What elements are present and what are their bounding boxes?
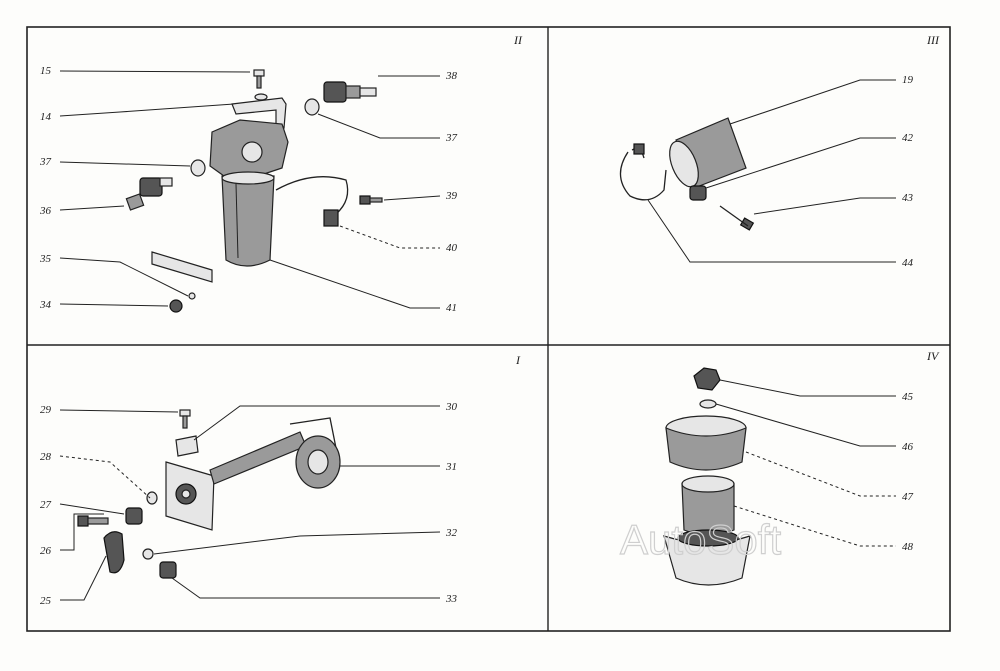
washer-14a [254, 93, 268, 101]
callout-44: 44 [902, 257, 914, 269]
callout-29: 29 [40, 404, 52, 416]
callout-28: 28 [40, 451, 52, 463]
callout-26: 26 [40, 545, 52, 557]
leader-lines-iii [647, 79, 896, 263]
callout-41: 41 [446, 302, 457, 314]
ring-37-right [304, 98, 320, 116]
washer-46 [699, 399, 717, 409]
callout-15: 15 [40, 65, 52, 77]
nut-34 [169, 299, 183, 313]
element-stack-drawing [663, 367, 751, 586]
callout-38: 38 [445, 70, 458, 82]
callout-42: 42 [902, 132, 914, 144]
bolt-head-15 [253, 69, 265, 77]
sleeve-clamp-drawing [619, 117, 755, 231]
callout-47: 47 [902, 491, 914, 503]
callout-45: 45 [902, 391, 914, 403]
filter-head-port [241, 141, 263, 163]
callout-37-right: 37 [445, 132, 458, 144]
filter-assembly-drawing [125, 69, 383, 313]
panel-frame [26, 26, 951, 632]
callout-35: 35 [39, 253, 52, 265]
watermark: AutoSoft [620, 516, 781, 563]
callout-43: 43 [902, 192, 914, 204]
callout-37-left: 37 [39, 156, 52, 168]
clamp-44 [619, 151, 667, 201]
panel-label-bottom-left: I [515, 353, 521, 367]
nut-33 [159, 561, 177, 579]
clamp-lug [323, 209, 339, 227]
leader-lines-i [59, 405, 441, 601]
lever-25 [103, 531, 125, 574]
fitting-38 [323, 81, 347, 103]
callout-25: 25 [40, 595, 52, 607]
callout-46: 46 [902, 441, 914, 453]
nut-42 [689, 185, 707, 201]
ring-37-left [190, 159, 206, 177]
callout-33: 33 [445, 593, 458, 605]
callout-39: 39 [445, 190, 458, 202]
leader-lines-ii [59, 70, 441, 309]
cap-47 [665, 427, 747, 471]
callout-14: 14 [40, 111, 52, 123]
panel-label-top-left: II [513, 33, 523, 47]
fitting-27 [125, 507, 143, 525]
callout-31: 31 [445, 461, 457, 473]
nut-45 [693, 367, 721, 391]
callout-32: 32 [445, 527, 458, 539]
filter-bowl [221, 175, 275, 267]
callout-36: 36 [39, 205, 52, 217]
pump-drive-drawing [77, 409, 341, 579]
strip-35 [151, 251, 213, 283]
callout-34: 34 [39, 299, 52, 311]
filter-bowl-rim [221, 171, 275, 185]
callout-40: 40 [446, 242, 458, 254]
panel-label-top-right: III [926, 33, 940, 47]
washer-30 [175, 435, 199, 457]
panel-label-bottom-right: IV [926, 349, 940, 363]
leader-lines-iv [715, 379, 896, 547]
callout-27: 27 [40, 499, 52, 511]
clamp-strap-40 [275, 176, 349, 227]
fitting-36 [139, 177, 163, 197]
callout-30: 30 [445, 401, 458, 413]
callout-19: 19 [902, 74, 914, 86]
bolt-shank-15 [256, 75, 262, 89]
drive-shaft [209, 431, 307, 485]
callout-48: 48 [902, 541, 914, 553]
